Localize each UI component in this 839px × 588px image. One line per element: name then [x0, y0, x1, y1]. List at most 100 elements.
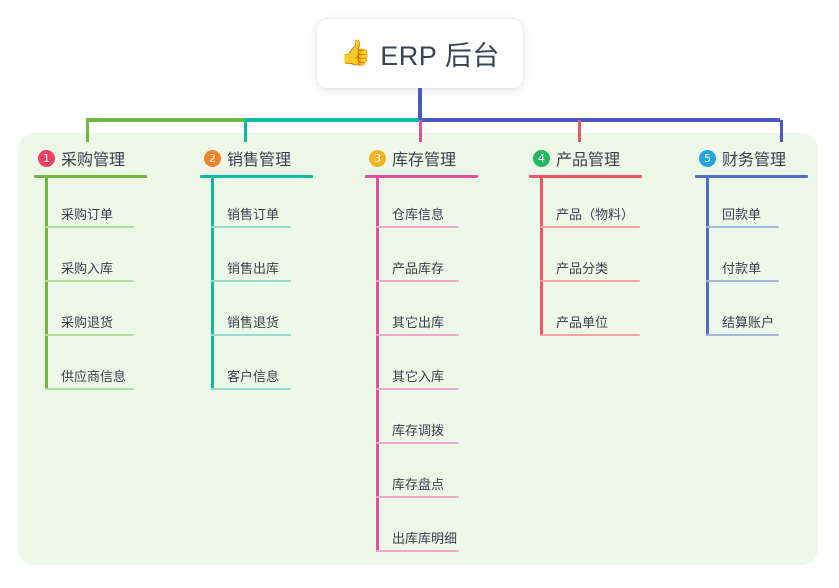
leaf-node[interactable]: 库存调拨 [365, 394, 525, 448]
leaf-node[interactable]: 客户信息 [200, 340, 350, 394]
branch-header-1[interactable]: 1 采购管理 [34, 146, 184, 170]
leaf-node[interactable]: 采购退货 [34, 286, 184, 340]
leaf-list: 采购订单采购入库采购退货供应商信息 [34, 178, 184, 394]
leaf-label: 销售出库 [227, 261, 280, 276]
drop-connector-1 [86, 120, 89, 142]
leaf-node[interactable]: 其它入库 [365, 340, 525, 394]
leaf-label: 产品单位 [556, 315, 609, 330]
branch-number-badge: 4 [533, 149, 550, 167]
leaf-node[interactable]: 出库库明细 [365, 502, 525, 556]
leaf-node[interactable]: 产品库存 [365, 232, 525, 286]
branch-number-badge: 1 [38, 149, 55, 167]
branch-header-rule [34, 175, 147, 178]
branch-title: 产品管理 [556, 152, 621, 169]
leaf-label: 付款单 [722, 261, 762, 276]
leaf-underline [706, 280, 779, 282]
leaf-label: 其它入库 [392, 369, 445, 384]
drop-connector-2 [244, 120, 247, 142]
branch-number-badge: 3 [369, 149, 386, 167]
leaf-label: 产品分类 [556, 261, 609, 276]
leaf-underline [211, 280, 291, 282]
leaf-list: 产品（物料） 产品分类产品单位 [529, 178, 689, 340]
leaf-label: 库存调拨 [392, 423, 445, 438]
branch-title: 采购管理 [61, 152, 126, 169]
leaf-underline [211, 226, 291, 228]
branch-column-1: 1 采购管理采购订单采购入库采购退货供应商信息 [34, 146, 184, 394]
branch-title: 财务管理 [722, 152, 787, 169]
leaf-label: 客户信息 [227, 369, 280, 384]
branch-column-4: 4 产品管理产品（物料） 产品分类产品单位 [529, 146, 689, 340]
leaf-label: 供应商信息 [61, 369, 127, 384]
leaf-node[interactable]: 销售订单 [200, 178, 350, 232]
leaf-underline [45, 226, 134, 228]
leaf-underline [211, 334, 291, 336]
leaf-underline [376, 550, 459, 552]
leaf-underline [540, 280, 640, 282]
branch-number-badge: 2 [204, 149, 221, 167]
branch-title: 库存管理 [392, 152, 457, 169]
leaf-label: 其它出库 [392, 315, 445, 330]
leaf-node[interactable]: 采购入库 [34, 232, 184, 286]
leaf-spine [706, 178, 709, 336]
leaf-spine [45, 178, 48, 390]
leaf-spine [540, 178, 543, 336]
leaf-node[interactable]: 产品（物料） [529, 178, 689, 232]
leaf-spine [211, 178, 214, 390]
leaf-node[interactable]: 供应商信息 [34, 340, 184, 394]
leaf-underline [376, 280, 459, 282]
drop-connector-5 [780, 120, 783, 142]
leaf-label: 产品（物料） [556, 207, 635, 222]
drop-connector-4 [578, 120, 581, 142]
leaf-node[interactable]: 其它出库 [365, 286, 525, 340]
leaf-spine [376, 178, 379, 552]
leaf-underline [45, 280, 134, 282]
leaf-underline [45, 388, 134, 390]
leaf-label: 产品库存 [392, 261, 445, 276]
leaf-node[interactable]: 回款单 [695, 178, 825, 232]
branch-header-rule [365, 175, 478, 178]
leaf-list: 仓库信息产品库存其它出库其它入库库存调拨库存盘点出库库明细 [365, 178, 525, 556]
leaf-node[interactable]: 仓库信息 [365, 178, 525, 232]
connector-segment-2 [244, 118, 419, 122]
root-node[interactable]: 👍 ERP 后台 [317, 19, 523, 88]
leaf-node[interactable]: 库存盘点 [365, 448, 525, 502]
leaf-label: 采购入库 [61, 261, 114, 276]
leaf-label: 采购订单 [61, 207, 114, 222]
thumbs-up-icon: 👍 [340, 39, 372, 67]
branch-column-3: 3 库存管理仓库信息产品库存其它出库其它入库库存调拨库存盘点出库库明细 [365, 146, 525, 556]
branch-header-rule [695, 175, 808, 178]
leaf-node[interactable]: 采购订单 [34, 178, 184, 232]
leaf-list: 回款单付款单结算账户 [695, 178, 825, 340]
leaf-node[interactable]: 付款单 [695, 232, 825, 286]
leaf-underline [540, 334, 640, 336]
leaf-underline [376, 334, 459, 336]
branch-header-3[interactable]: 3 库存管理 [365, 146, 525, 170]
branch-header-rule [200, 175, 313, 178]
root-stem-connector [418, 88, 422, 120]
leaf-underline [376, 388, 459, 390]
leaf-label: 库存盘点 [392, 477, 445, 492]
root-node-title: ERP 后台 [380, 41, 500, 71]
branch-header-rule [529, 175, 642, 178]
leaf-label: 仓库信息 [392, 207, 445, 222]
connector-segment-1 [86, 118, 244, 122]
leaf-label: 销售退货 [227, 315, 280, 330]
leaf-node[interactable]: 结算账户 [695, 286, 825, 340]
branch-header-4[interactable]: 4 产品管理 [529, 146, 689, 170]
leaf-node[interactable]: 产品单位 [529, 286, 689, 340]
leaf-node[interactable]: 销售退货 [200, 286, 350, 340]
leaf-label: 结算账户 [722, 315, 775, 330]
leaf-node[interactable]: 销售出库 [200, 232, 350, 286]
leaf-label: 采购退货 [61, 315, 114, 330]
leaf-underline [45, 334, 134, 336]
drop-connector-3 [419, 120, 422, 142]
leaf-underline [540, 226, 640, 228]
connector-segment-3 [419, 118, 780, 122]
leaf-node[interactable]: 产品分类 [529, 232, 689, 286]
leaf-underline [376, 226, 459, 228]
leaf-underline [211, 388, 291, 390]
